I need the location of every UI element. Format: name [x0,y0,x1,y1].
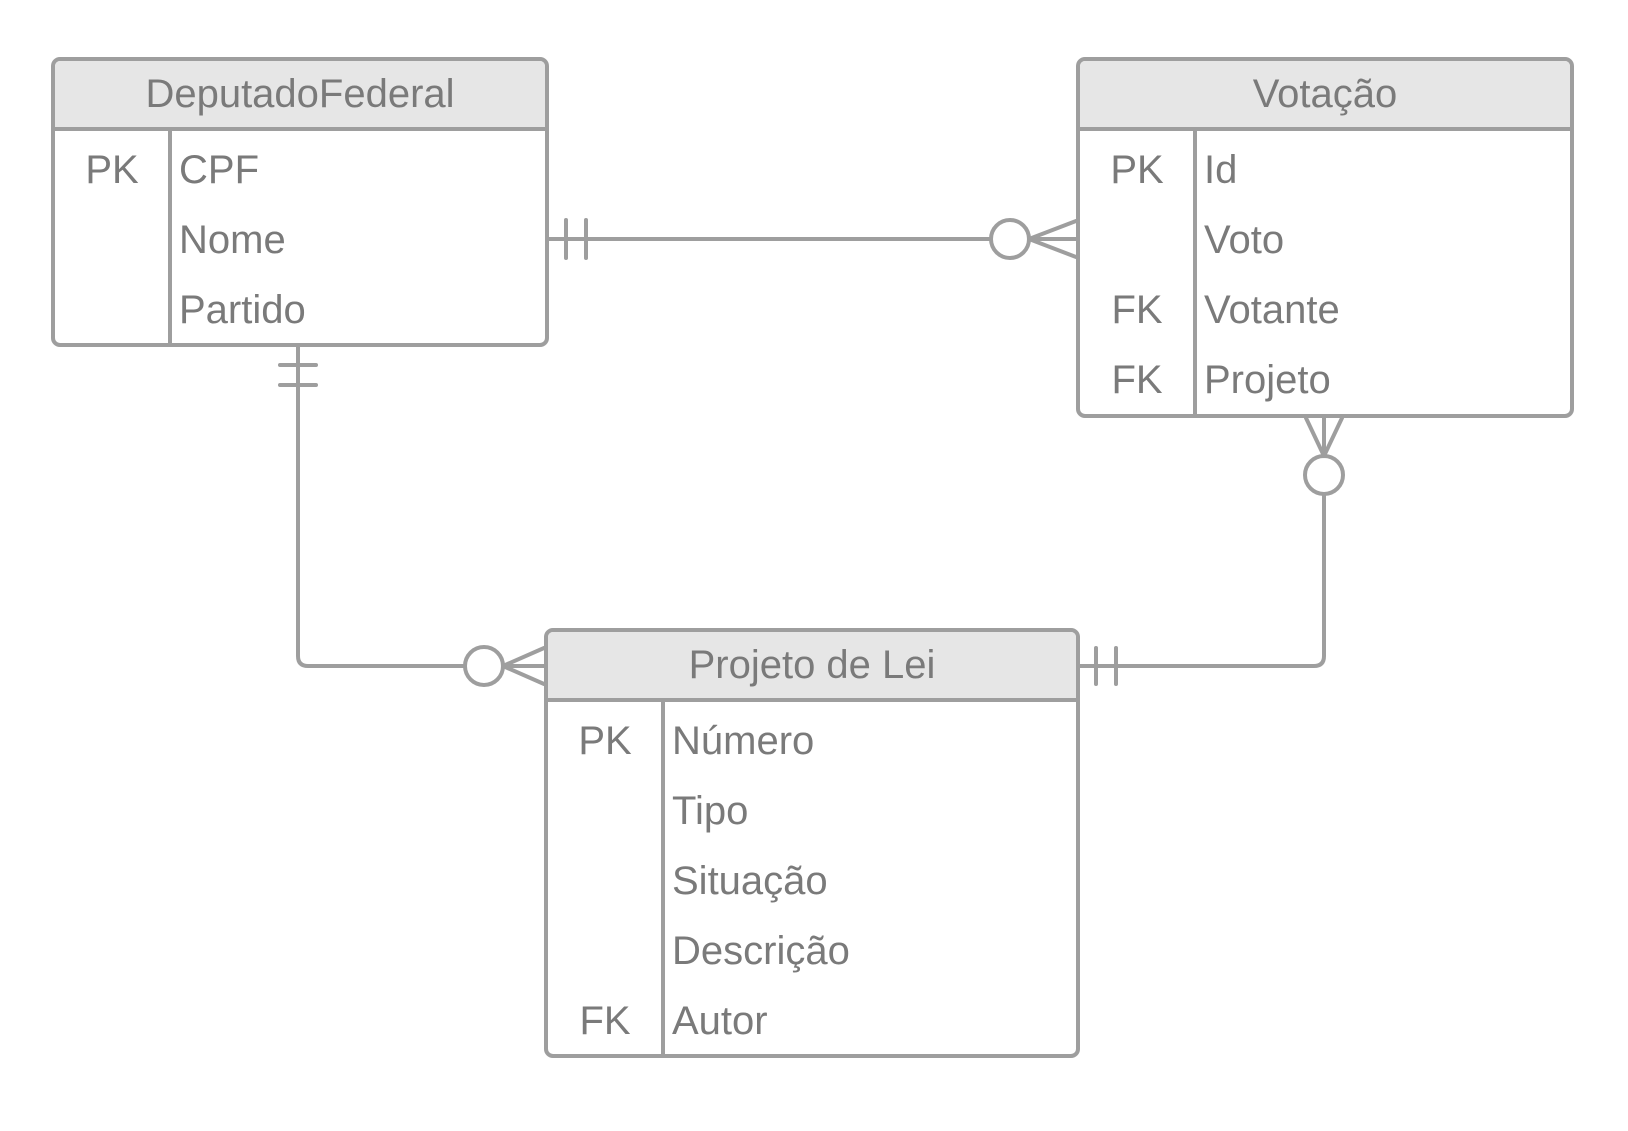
crowfoot [1027,219,1078,241]
key-label: FK [579,998,631,1043]
attribute-row[interactable]: FK Votante [1080,275,1570,345]
relationship-deputado-projeto[interactable] [278,345,546,687]
key-label: FK [1111,287,1163,332]
crowfoot [501,646,546,668]
attribute-row[interactable]: FK Projeto [1080,345,1570,414]
key-column-divider [1193,131,1197,414]
attribute-name: CPF [179,147,259,192]
attribute-name: Id [1204,147,1238,192]
entity-title: Projeto de Lei [548,632,1076,702]
key-label: PK [85,147,139,192]
crowfoot [1322,416,1344,458]
attribute-row[interactable]: Partido [55,275,545,343]
zero-circle [1303,454,1345,496]
relationship-projeto-votacao[interactable] [1078,416,1345,686]
crowfoot [1304,416,1326,458]
key-column-divider [168,131,172,343]
attribute-row[interactable]: Nome [55,205,545,275]
crowfoot [501,664,546,686]
attribute-name: Autor [672,998,768,1043]
attribute-name: Tipo [672,788,749,833]
relationship-deputado-votacao[interactable] [547,218,1078,260]
zero-circle [463,645,505,687]
attribute-name: Situação [672,858,828,903]
key-column-divider [661,702,665,1054]
key-label: PK [1110,147,1164,192]
attribute-row[interactable]: Tipo [548,776,1076,846]
attribute-row[interactable]: Descrição [548,916,1076,986]
attribute-name: Nome [179,217,286,262]
attribute-row[interactable]: PK CPF [55,135,545,205]
attribute-name: Número [672,718,815,763]
entity-title: DeputadoFederal [55,61,545,131]
attribute-name: Partido [179,287,306,332]
attribute-name: Votante [1204,287,1340,332]
attribute-name: Voto [1204,217,1285,262]
attribute-row[interactable]: FK Autor [548,986,1076,1054]
key-label: FK [1111,357,1163,402]
crowfoot [1027,237,1078,259]
attribute-name: Descrição [672,928,850,973]
attribute-row[interactable]: PK Id [1080,135,1570,205]
entity-deputado-federal[interactable]: DeputadoFederal PK CPF Nome Partido [51,57,549,347]
zero-circle [989,218,1031,260]
key-label: PK [578,718,632,763]
attribute-row[interactable]: Situação [548,846,1076,916]
entity-votacao[interactable]: Votação PK Id Voto FK Votante FK Projeto [1076,57,1574,418]
attribute-row[interactable]: PK Número [548,706,1076,776]
entity-title: Votação [1080,61,1570,131]
entity-projeto-de-lei[interactable]: Projeto de Lei PK Número Tipo Situação D… [544,628,1080,1058]
attribute-name: Projeto [1204,357,1331,402]
attribute-row[interactable]: Voto [1080,205,1570,275]
